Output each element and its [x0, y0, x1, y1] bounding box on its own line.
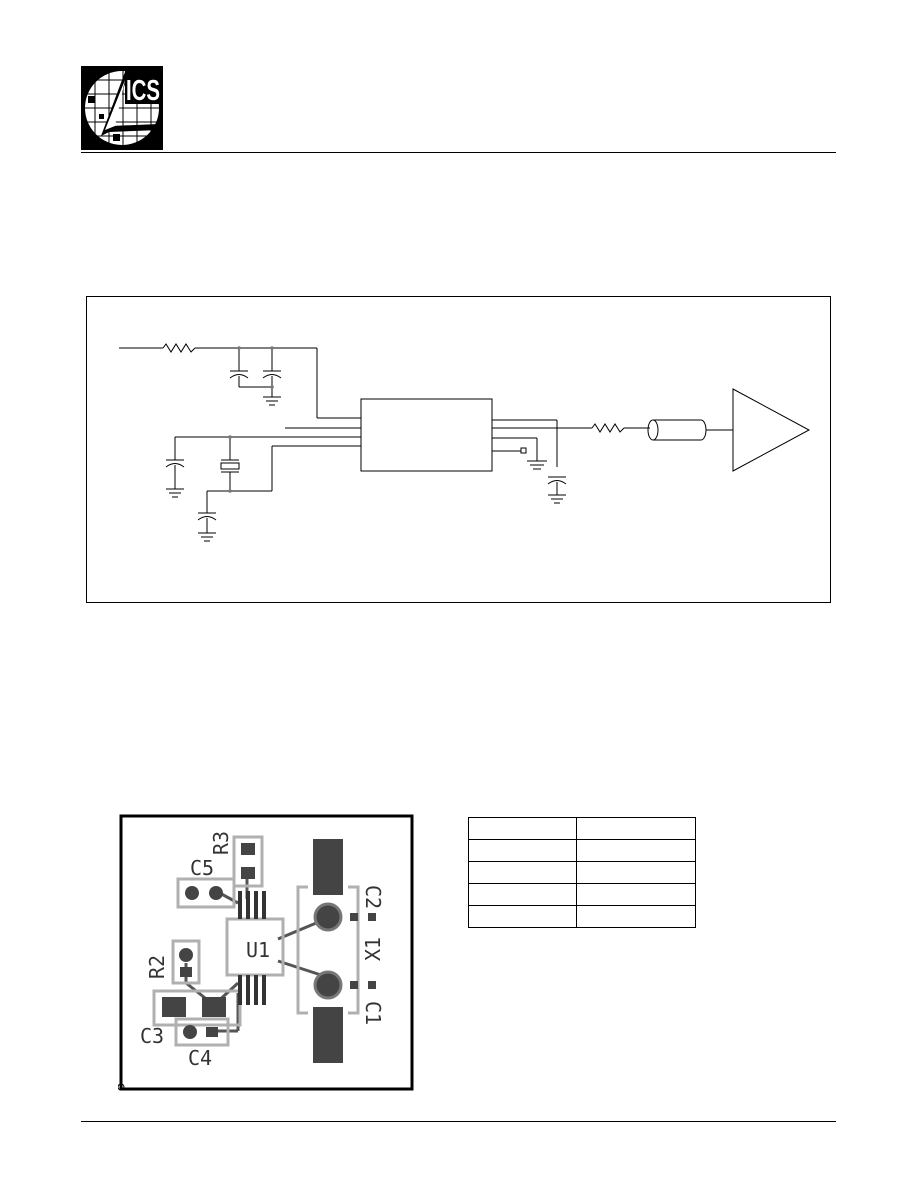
footer-rule — [81, 1121, 836, 1122]
table-row — [468, 905, 696, 928]
table-cell — [468, 861, 577, 884]
table-cell — [468, 817, 577, 840]
table-cell — [468, 905, 577, 928]
table-cell — [576, 839, 696, 862]
label-r3: R3 — [209, 831, 233, 855]
table-row — [468, 883, 696, 906]
label-r2: R2 — [145, 955, 169, 979]
ics-logo-graphic: ICS — [81, 66, 163, 150]
label-c4: C4 — [188, 1046, 212, 1070]
table-cell — [576, 861, 696, 884]
table-row — [468, 817, 696, 840]
label-c3: C3 — [140, 1024, 164, 1048]
table-row — [468, 861, 696, 884]
table-cell — [468, 839, 577, 862]
table-cell — [576, 905, 696, 928]
label-c2: C2 — [361, 885, 385, 909]
pcb-layout-drawing: R3 C5 R2 U1 C3 C4 C2 X1 C1 — [117, 814, 414, 1091]
ics-logo: ICS — [81, 66, 163, 150]
pcb-layout: R3 C5 R2 U1 C3 C4 C2 X1 C1 — [117, 813, 415, 1091]
logo-text: ICS — [126, 75, 160, 107]
label-c5: C5 — [190, 856, 214, 880]
header-rule — [81, 152, 836, 153]
label-x1: X1 — [361, 937, 385, 961]
parts-table — [468, 817, 696, 928]
table-row — [468, 839, 696, 862]
label-u1: U1 — [246, 938, 270, 962]
table-cell — [576, 817, 696, 840]
label-c1: C1 — [361, 1001, 385, 1025]
schematic-frame — [86, 296, 831, 603]
schematic-diagram — [119, 343, 811, 542]
table-cell — [468, 883, 577, 906]
table-cell — [576, 883, 696, 906]
